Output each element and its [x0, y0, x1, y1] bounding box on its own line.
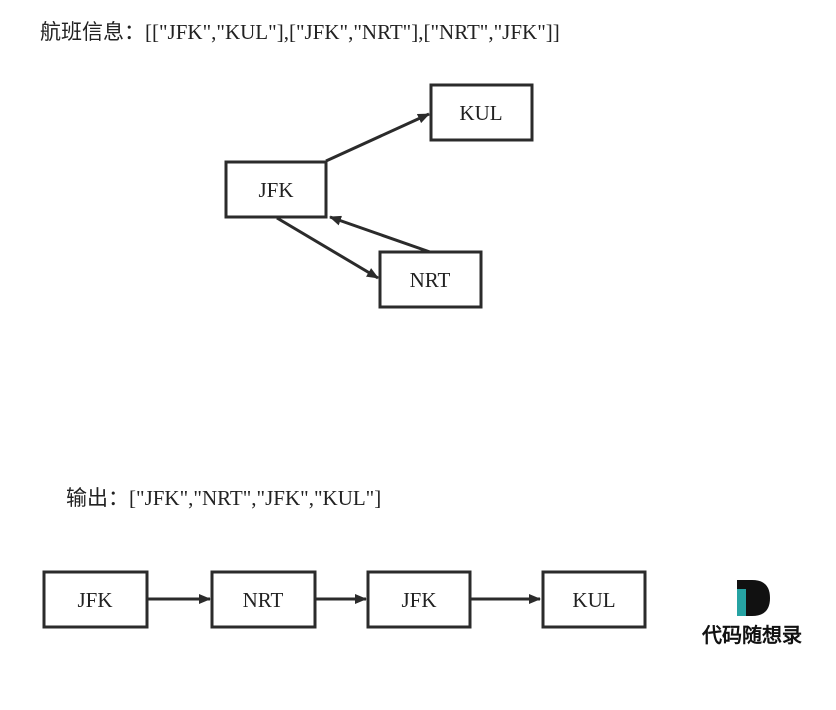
chain-node-4: KUL: [541, 570, 647, 629]
itinerary-output-label: 输出：["JFK","NRT","JFK","KUL"]: [66, 482, 381, 512]
node-box: [210, 570, 317, 629]
logo-d-icon: [737, 580, 770, 616]
flights-input-prefix: 航班信息：: [40, 20, 145, 44]
edge-nrt-jfk: [329, 215, 431, 254]
brand-logo: 代码随想录: [701, 580, 802, 647]
chain-node-3: JFK: [366, 570, 472, 629]
flights-input-value: [["JFK","KUL"],["JFK","NRT"],["NRT","JFK…: [145, 20, 560, 44]
node-label: JFK: [77, 588, 112, 612]
graph-node-kul: KUL: [429, 83, 534, 142]
node-label: KUL: [572, 588, 615, 612]
flights-input-label: 航班信息：[["JFK","KUL"],["JFK","NRT"],["NRT"…: [40, 16, 560, 46]
chain-node-2: NRT: [210, 570, 317, 629]
itinerary-output-value: ["JFK","NRT","JFK","KUL"]: [129, 486, 382, 510]
itinerary-chain: JFK NRT JFK KUL: [42, 570, 647, 629]
node-box: [366, 570, 472, 629]
edge-jfk-kul: [325, 112, 430, 163]
node-box: [378, 250, 483, 309]
node-label: JFK: [258, 178, 293, 202]
node-label: NRT: [243, 588, 284, 612]
edge-jfk-nrt: [276, 216, 379, 280]
graph-edges: [276, 112, 431, 280]
node-box: [224, 160, 328, 219]
itinerary-output-prefix: 输出：: [66, 486, 129, 510]
node-label: NRT: [410, 268, 451, 292]
logo-text: 代码随想录: [701, 623, 802, 647]
node-box: [42, 570, 149, 629]
node-box: [429, 83, 534, 142]
graph-node-jfk: JFK: [224, 160, 328, 219]
node-label: JFK: [401, 588, 436, 612]
chain-node-1: JFK: [42, 570, 149, 629]
node-label: KUL: [459, 101, 502, 125]
graph-node-nrt: NRT: [378, 250, 483, 309]
node-box: [541, 570, 647, 629]
